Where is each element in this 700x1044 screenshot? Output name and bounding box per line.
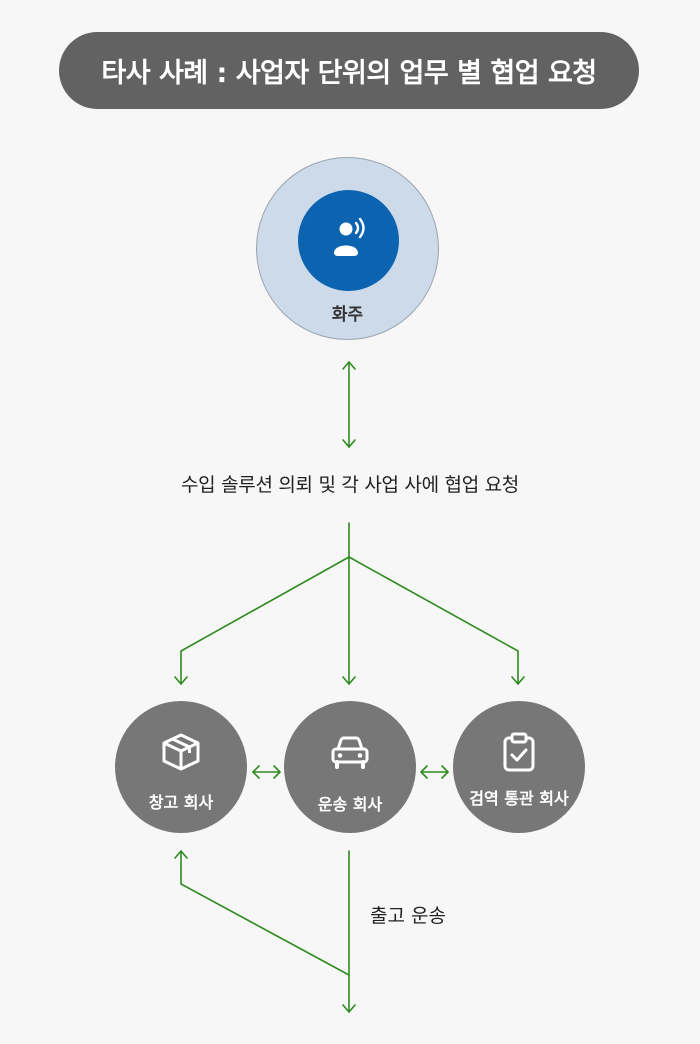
outbound-transport-label: 출고 운송 xyxy=(370,905,446,927)
transport-company-node: 운송 회사 xyxy=(284,701,416,833)
car-icon xyxy=(331,736,369,769)
shipper-node-ring xyxy=(256,157,439,340)
transport-company-label: 운송 회사 xyxy=(317,795,383,814)
request-to-customs-arrow xyxy=(348,556,525,685)
warehouse-company-node: 창고 회사 xyxy=(115,701,247,833)
request-description: 수입 솔루션 의뢰 및 각 사업 사에 협업 요청 xyxy=(181,474,519,496)
clipboard-check-icon xyxy=(503,732,535,772)
warehouse-transport-arrow xyxy=(252,765,281,779)
warehouse-company-label: 창고 회사 xyxy=(148,793,214,812)
outbound-to-warehouse-arrow xyxy=(174,850,350,976)
customs-company-label: 검역 통관 회사 xyxy=(469,789,569,808)
shipper-label: 화주 xyxy=(331,305,364,325)
outbound-down-arrow xyxy=(342,850,356,1013)
request-to-transport-arrow xyxy=(342,556,356,685)
request-to-warehouse-arrow xyxy=(174,522,350,685)
box-icon xyxy=(162,733,200,771)
transport-customs-arrow xyxy=(420,765,449,779)
shipper-node-core xyxy=(298,190,399,291)
page-title: 타사 사례 : 사업자 단위의 업무 별 협업 요청 xyxy=(59,32,639,109)
user-broadcast-icon xyxy=(334,217,365,256)
shipper-request-arrow xyxy=(342,361,356,448)
customs-company-node: 검역 통관 회사 xyxy=(453,701,585,833)
